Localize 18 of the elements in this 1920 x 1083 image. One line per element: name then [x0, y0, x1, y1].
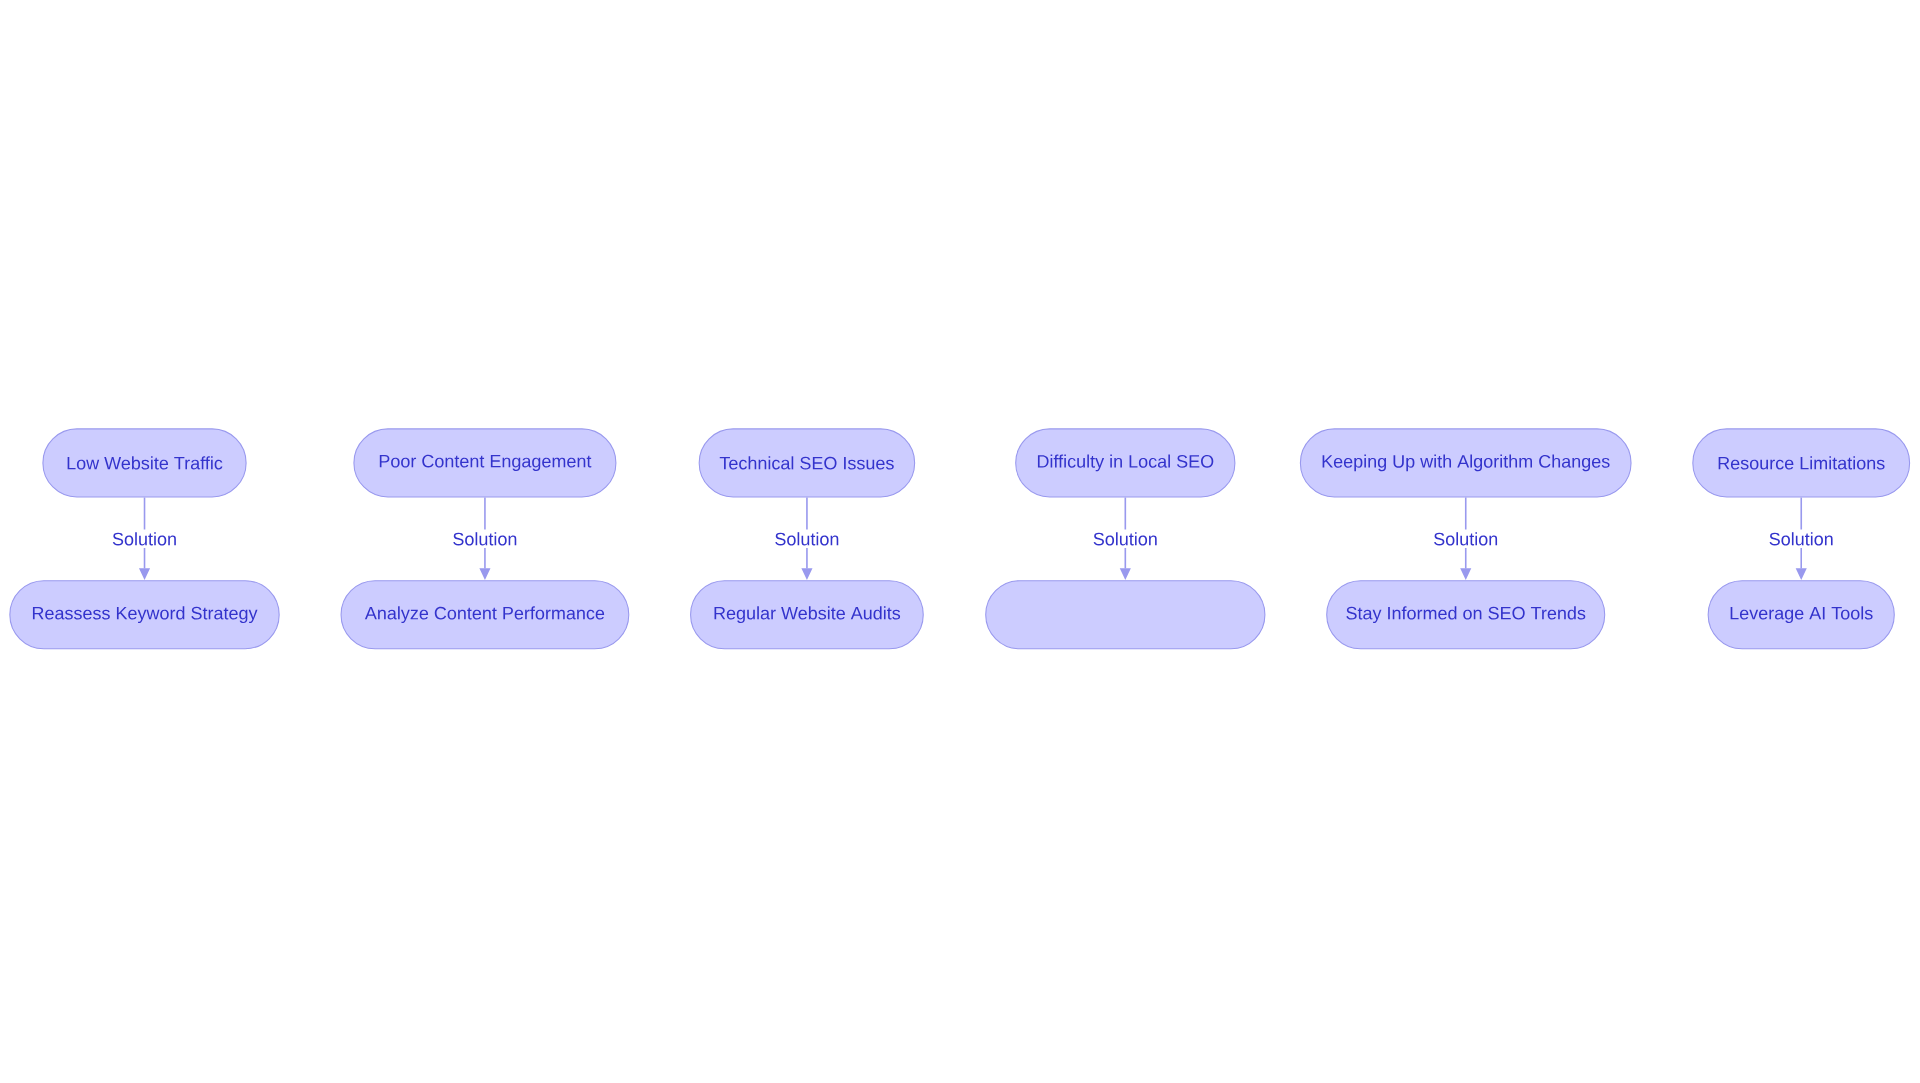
edge-label: Solution	[109, 529, 180, 549]
rounded-box: Leverage AI Tools	[1707, 580, 1895, 650]
rounded-box: Poor Content Engagement	[353, 428, 617, 498]
rounded-box: Reassess Keyword Strategy	[9, 580, 280, 650]
rounded-box: Resource Limitations	[1692, 428, 1911, 498]
rounded-box: Analyze Content Performance	[340, 580, 630, 650]
rounded-box: Low Website Traffic	[42, 428, 247, 498]
rounded-box: Difficulty in Local SEO	[1015, 428, 1236, 498]
rounded-box: Keeping Up with Algorithm Changes	[1299, 428, 1632, 498]
edge-label: Solution	[449, 529, 521, 549]
edge-label: Solution	[1766, 529, 1837, 549]
edge-label: Solution	[1430, 529, 1501, 549]
rounded-box: Technical SEO Issues	[698, 428, 916, 498]
rounded-box	[985, 580, 1266, 650]
edge-label: Solution	[771, 529, 843, 549]
edge-label: Solution	[1090, 529, 1161, 549]
rounded-box: Stay Informed on SEO Trends	[1326, 580, 1606, 650]
rounded-box: Regular Website Audits	[690, 580, 924, 650]
